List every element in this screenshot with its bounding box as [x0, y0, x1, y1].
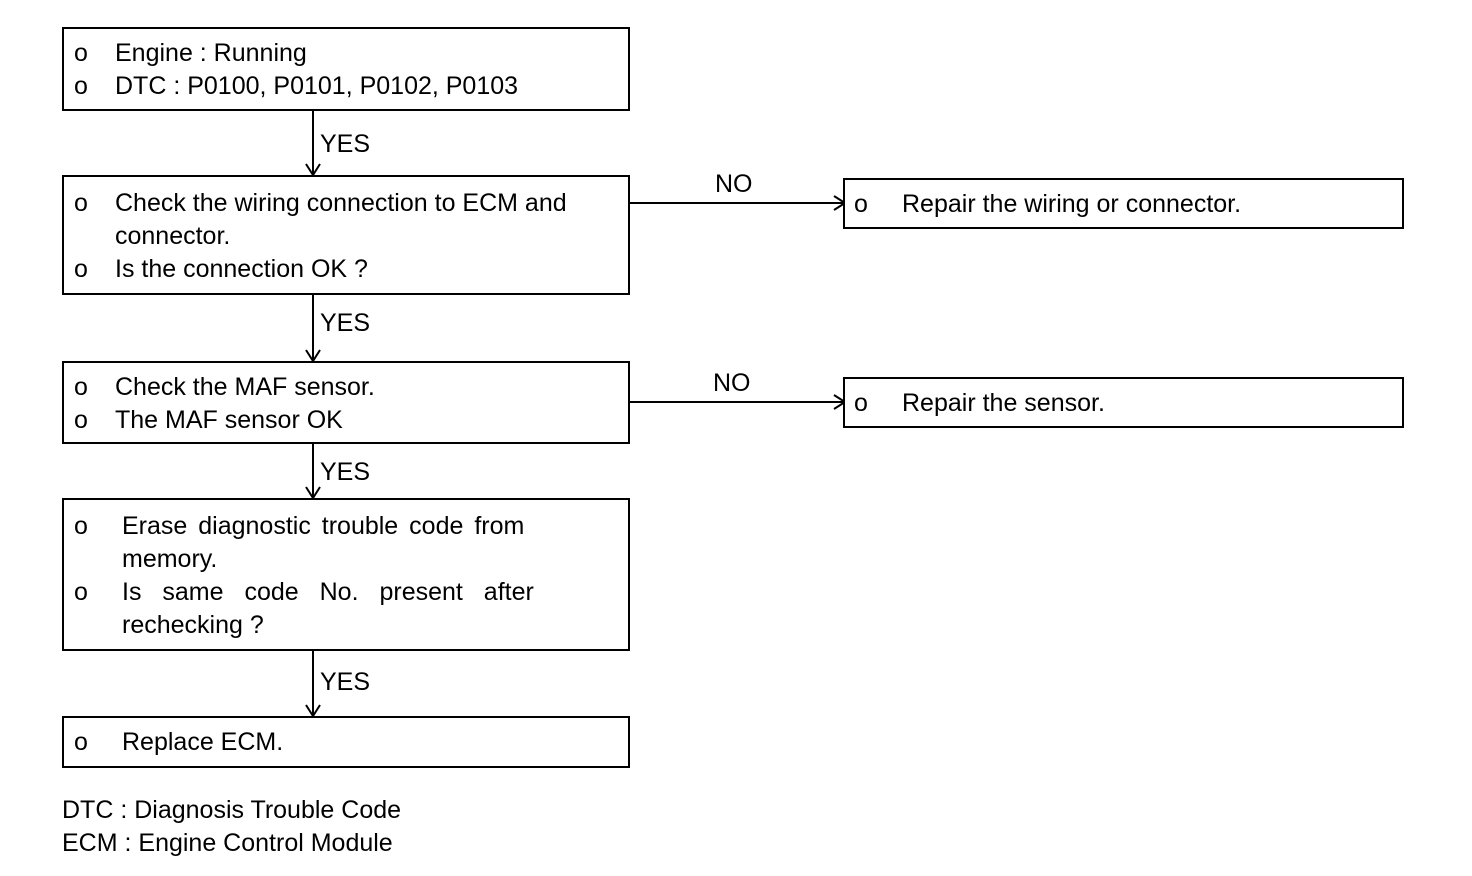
yes-label: YES	[320, 130, 371, 158]
outcome-box-repair-sensor: o Repair the sensor.	[843, 377, 1404, 428]
bullet: o	[854, 190, 868, 218]
yes-label: YES	[320, 668, 371, 696]
no-label: NO	[713, 369, 751, 397]
item-text: Repair the sensor.	[902, 389, 1105, 417]
item-text: Repair the wiring or connector.	[902, 190, 1242, 218]
bullet: o	[74, 406, 88, 434]
item-text: Check the wiring connection to ECM and	[115, 189, 567, 217]
item-text: Is the connection OK ?	[115, 255, 368, 283]
step-box-erase-dtc: o Erase diagnostic trouble code from mem…	[62, 498, 630, 651]
item-text: connector.	[115, 222, 231, 250]
no-label: NO	[715, 170, 753, 198]
bullet: o	[854, 389, 868, 417]
bullet: o	[74, 578, 88, 606]
bullet: o	[74, 728, 88, 756]
item-text: DTC : P0100, P0101, P0102, P0103	[115, 72, 519, 100]
legend-dtc: DTC : Diagnosis Trouble Code	[62, 796, 402, 824]
legend-ecm: ECM : Engine Control Module	[62, 829, 393, 857]
item-text: The MAF sensor OK	[115, 406, 343, 434]
item-text: rechecking ?	[122, 611, 264, 639]
yes-label: YES	[320, 458, 371, 486]
bullet: o	[74, 512, 88, 540]
item-text: Erase diagnostic trouble code from	[122, 512, 525, 540]
bullet: o	[74, 373, 88, 401]
item-text: Check the MAF sensor.	[115, 373, 375, 401]
bullet: o	[74, 39, 88, 67]
yes-label: YES	[320, 309, 371, 337]
bullet: o	[74, 255, 88, 283]
step-box-replace-ecm: o Replace ECM.	[62, 716, 630, 768]
step-box-engine-running: o Engine : Running o DTC : P0100, P0101,…	[62, 27, 630, 111]
bullet: o	[74, 189, 88, 217]
item-text: Engine : Running	[115, 39, 307, 67]
item-text: Replace ECM.	[122, 728, 284, 756]
step-box-check-maf: o Check the MAF sensor. o The MAF sensor…	[62, 361, 630, 444]
step-box-check-wiring: o Check the wiring connection to ECM and…	[62, 175, 630, 295]
bullet: o	[74, 72, 88, 100]
outcome-box-repair-wiring: o Repair the wiring or connector.	[843, 178, 1404, 229]
item-text: Is same code No. present after	[122, 578, 534, 606]
item-text: memory.	[122, 545, 218, 573]
